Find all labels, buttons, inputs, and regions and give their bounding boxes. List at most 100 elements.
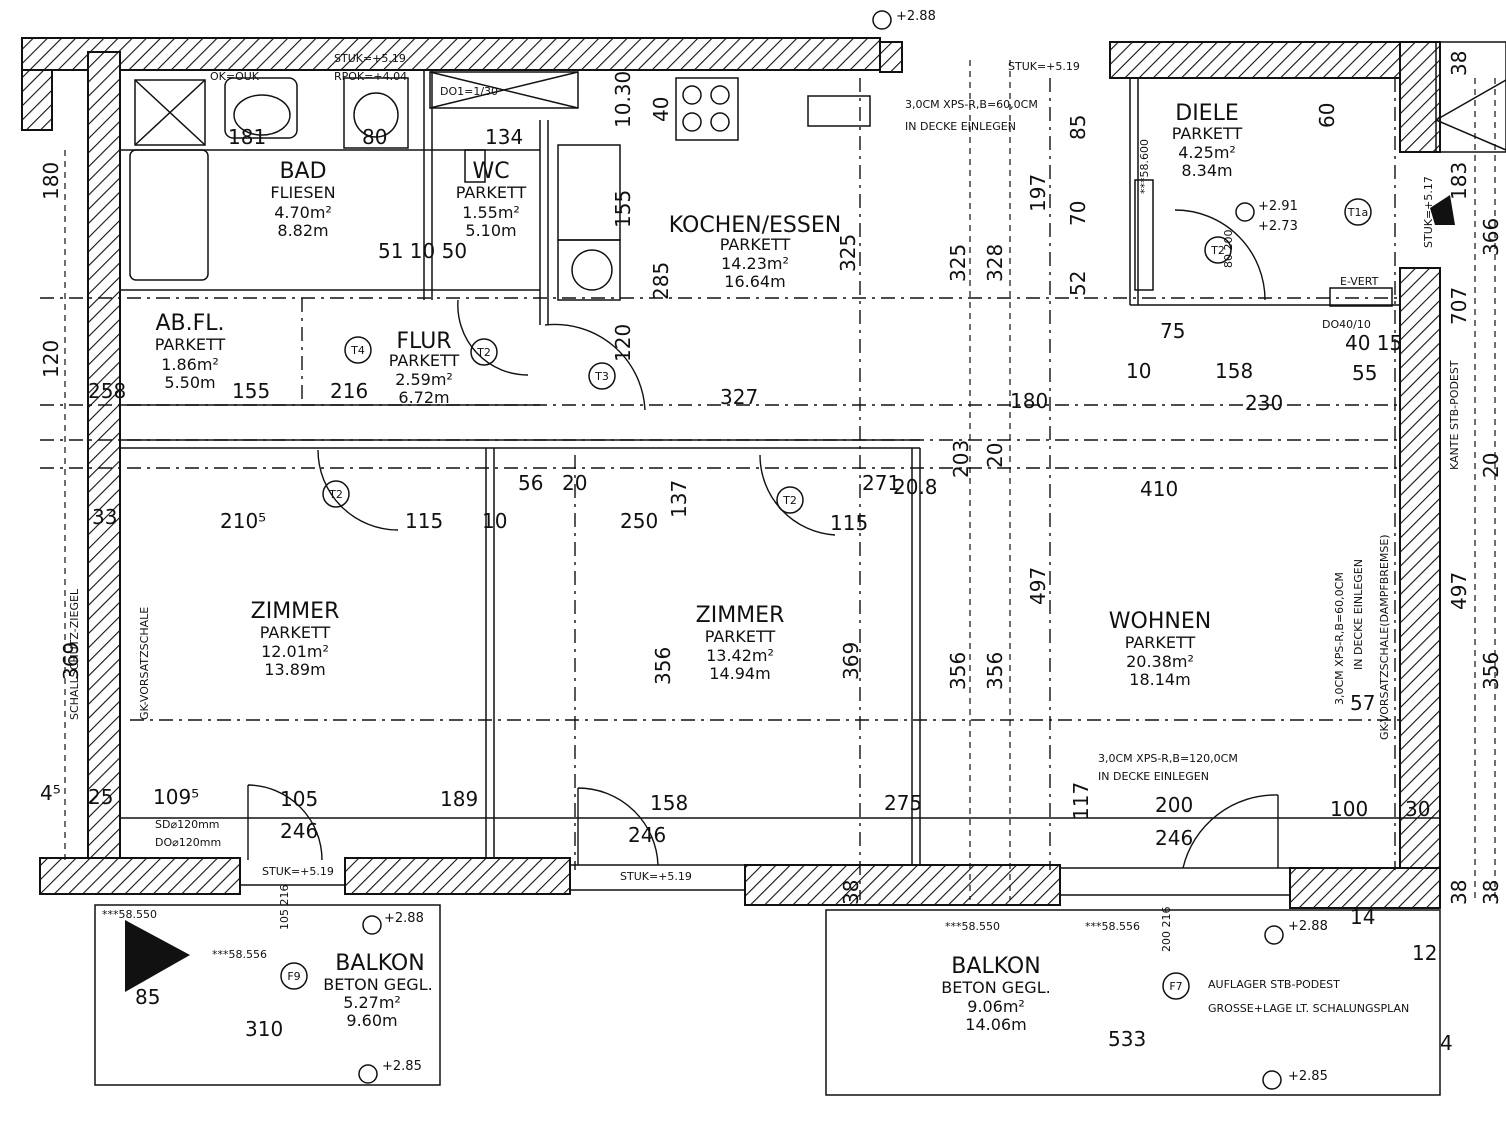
door-tag-t2-diele: T2 xyxy=(1204,236,1232,264)
dim-label: 51 10 50 xyxy=(378,239,467,263)
dim-label: 246 xyxy=(280,819,318,843)
svg-text:356: 356 xyxy=(1479,652,1503,690)
svg-text:325: 325 xyxy=(836,234,860,272)
level-marker: +2.88 xyxy=(1264,919,1328,945)
level-marker: +2.91+2.73 xyxy=(1235,199,1298,234)
svg-text:3,0CM XPS-R,B=60,0CM: 3,0CM XPS-R,B=60,0CM xyxy=(905,98,1038,111)
dim-label: 33 xyxy=(92,505,117,529)
room-name: WC xyxy=(472,159,509,184)
svg-text:STUK=+5.19: STUK=+5.19 xyxy=(620,870,692,883)
dim-label: 134 xyxy=(485,125,523,149)
dimensions: 181 80 134 51 10 50 155 216 327 180 230 … xyxy=(40,125,1453,1055)
svg-text:369: 369 xyxy=(59,642,83,680)
dim-label: 327 xyxy=(720,385,758,409)
dim-label: 30 xyxy=(1405,797,1430,821)
room-floor: BETON GEGL. xyxy=(941,978,1050,997)
room-area: 4.70m² xyxy=(274,203,332,222)
fixtures xyxy=(125,41,1506,992)
room-area: 13.42m² xyxy=(706,646,774,665)
window-tag-f7: F7 xyxy=(1162,972,1190,1000)
dim-label: 12 xyxy=(1412,941,1437,965)
svg-text:IN DECKE EINLEGEN: IN DECKE EINLEGEN xyxy=(905,120,1016,133)
svg-text:T4: T4 xyxy=(350,344,365,357)
level-marker: +2.85 xyxy=(1262,1069,1328,1090)
room-name: ZIMMER xyxy=(251,599,340,624)
svg-text:SD⌀120mm: SD⌀120mm xyxy=(155,818,220,831)
svg-text:155: 155 xyxy=(611,190,635,228)
dim-label: 275 xyxy=(884,791,922,815)
svg-text:DO1=1/30: DO1=1/30 xyxy=(440,85,498,98)
svg-text:497: 497 xyxy=(1026,567,1050,605)
svg-text:***58.550: ***58.550 xyxy=(945,920,1000,933)
shaft-top xyxy=(879,41,903,73)
wall-left-main xyxy=(87,51,121,873)
chimney xyxy=(1435,41,1506,153)
north-arrow-icon xyxy=(125,920,190,992)
room-perimeter: 9.60m xyxy=(346,1011,397,1030)
room-wc: WC PARKETT 1.55m² 5.10m xyxy=(456,159,527,240)
room-area: 4.25m² xyxy=(1178,143,1236,162)
dim-label: 271 xyxy=(862,471,900,495)
room-name: DIELE xyxy=(1175,101,1239,126)
room-area: 5.27m² xyxy=(343,993,401,1012)
svg-text:20: 20 xyxy=(983,443,1007,468)
wardrobe xyxy=(1134,179,1154,291)
svg-text:80 200: 80 200 xyxy=(1222,230,1235,269)
room-name: BALKON xyxy=(335,951,424,976)
dishwasher xyxy=(557,239,621,301)
room-flur: FLUR PARKETT 2.59m² 6.72m xyxy=(389,329,460,407)
svg-text:38: 38 xyxy=(1479,880,1503,905)
dim-label: 250 xyxy=(620,509,658,533)
radiator-kitchen xyxy=(807,95,871,127)
svg-text:IN DECKE EINLEGEN: IN DECKE EINLEGEN xyxy=(1352,559,1365,670)
wall-bottom-2 xyxy=(344,857,571,895)
dim-label: 180 xyxy=(1010,389,1048,413)
dim-label: 115 xyxy=(830,511,868,535)
svg-text:38: 38 xyxy=(1447,880,1471,905)
room-name: AB.FL. xyxy=(155,311,224,336)
door-tag-t3: T3 xyxy=(588,362,616,390)
room-perimeter: 8.34m xyxy=(1181,161,1232,180)
svg-text:+2.88: +2.88 xyxy=(896,9,936,24)
washbasin xyxy=(224,77,298,139)
dim-label: 258 xyxy=(88,379,126,403)
room-floor: PARKETT xyxy=(1125,633,1196,652)
wall-bottom-1 xyxy=(39,857,241,895)
room-area: 9.06m² xyxy=(967,997,1025,1016)
dim-label: 246 xyxy=(1155,826,1193,850)
annotations: STUK=+5.19 RPOK=+4.04 OK=OUK DO1=1/30 ST… xyxy=(68,52,1461,1015)
svg-text:3,0CM XPS-R,B=120,0CM: 3,0CM XPS-R,B=120,0CM xyxy=(1098,752,1238,765)
room-floor: PARKETT xyxy=(260,623,331,642)
svg-text:60: 60 xyxy=(1315,103,1339,128)
dim-label: 56 xyxy=(518,471,543,495)
dim-label: 10 xyxy=(482,509,507,533)
dim-label: 20.8 xyxy=(893,475,938,499)
dim-label: 109⁵ xyxy=(153,785,199,809)
room-area: 20.38m² xyxy=(1126,652,1194,671)
room-perimeter: 6.72m xyxy=(398,388,449,407)
dim-label: 216 xyxy=(330,379,368,403)
level-markers: +2.88 +2.91+2.73 +2.88 +2.85 +2.88 +2.85… xyxy=(102,9,1328,1090)
wall-left-upper xyxy=(21,69,53,131)
svg-text:KANTE STB-PODEST: KANTE STB-PODEST xyxy=(1448,360,1461,470)
room-kochen-essen: KOCHEN/ESSEN PARKETT 14.23m² 16.64m xyxy=(669,213,841,291)
dim-label: 158 xyxy=(1215,359,1253,383)
dim-label: 55 xyxy=(1352,361,1377,385)
dim-label: 189 xyxy=(440,787,478,811)
door-tag-t4: T4 xyxy=(344,336,372,364)
dim-label: 85 xyxy=(135,985,160,1009)
room-perimeter: 8.82m xyxy=(277,221,328,240)
room-balkon-1: BALKON BETON GEGL. 5.27m² 9.60m xyxy=(323,951,432,1030)
level-marker: +2.88 xyxy=(872,9,936,30)
stove xyxy=(675,77,739,141)
wall-bottom-3 xyxy=(744,864,1061,906)
svg-text:***58.556: ***58.556 xyxy=(1085,920,1140,933)
room-area: 14.23m² xyxy=(721,254,789,273)
room-perimeter: 13.89m xyxy=(264,660,325,679)
dim-label: 115 xyxy=(405,509,443,533)
svg-text:38: 38 xyxy=(839,880,863,905)
dimensions-vertical: 180 120 10.30 40 155 285 120 325 325 328… xyxy=(39,51,1503,905)
svg-text:356: 356 xyxy=(651,647,675,685)
wall-top-left xyxy=(21,37,881,71)
svg-text:T2: T2 xyxy=(1210,244,1225,257)
